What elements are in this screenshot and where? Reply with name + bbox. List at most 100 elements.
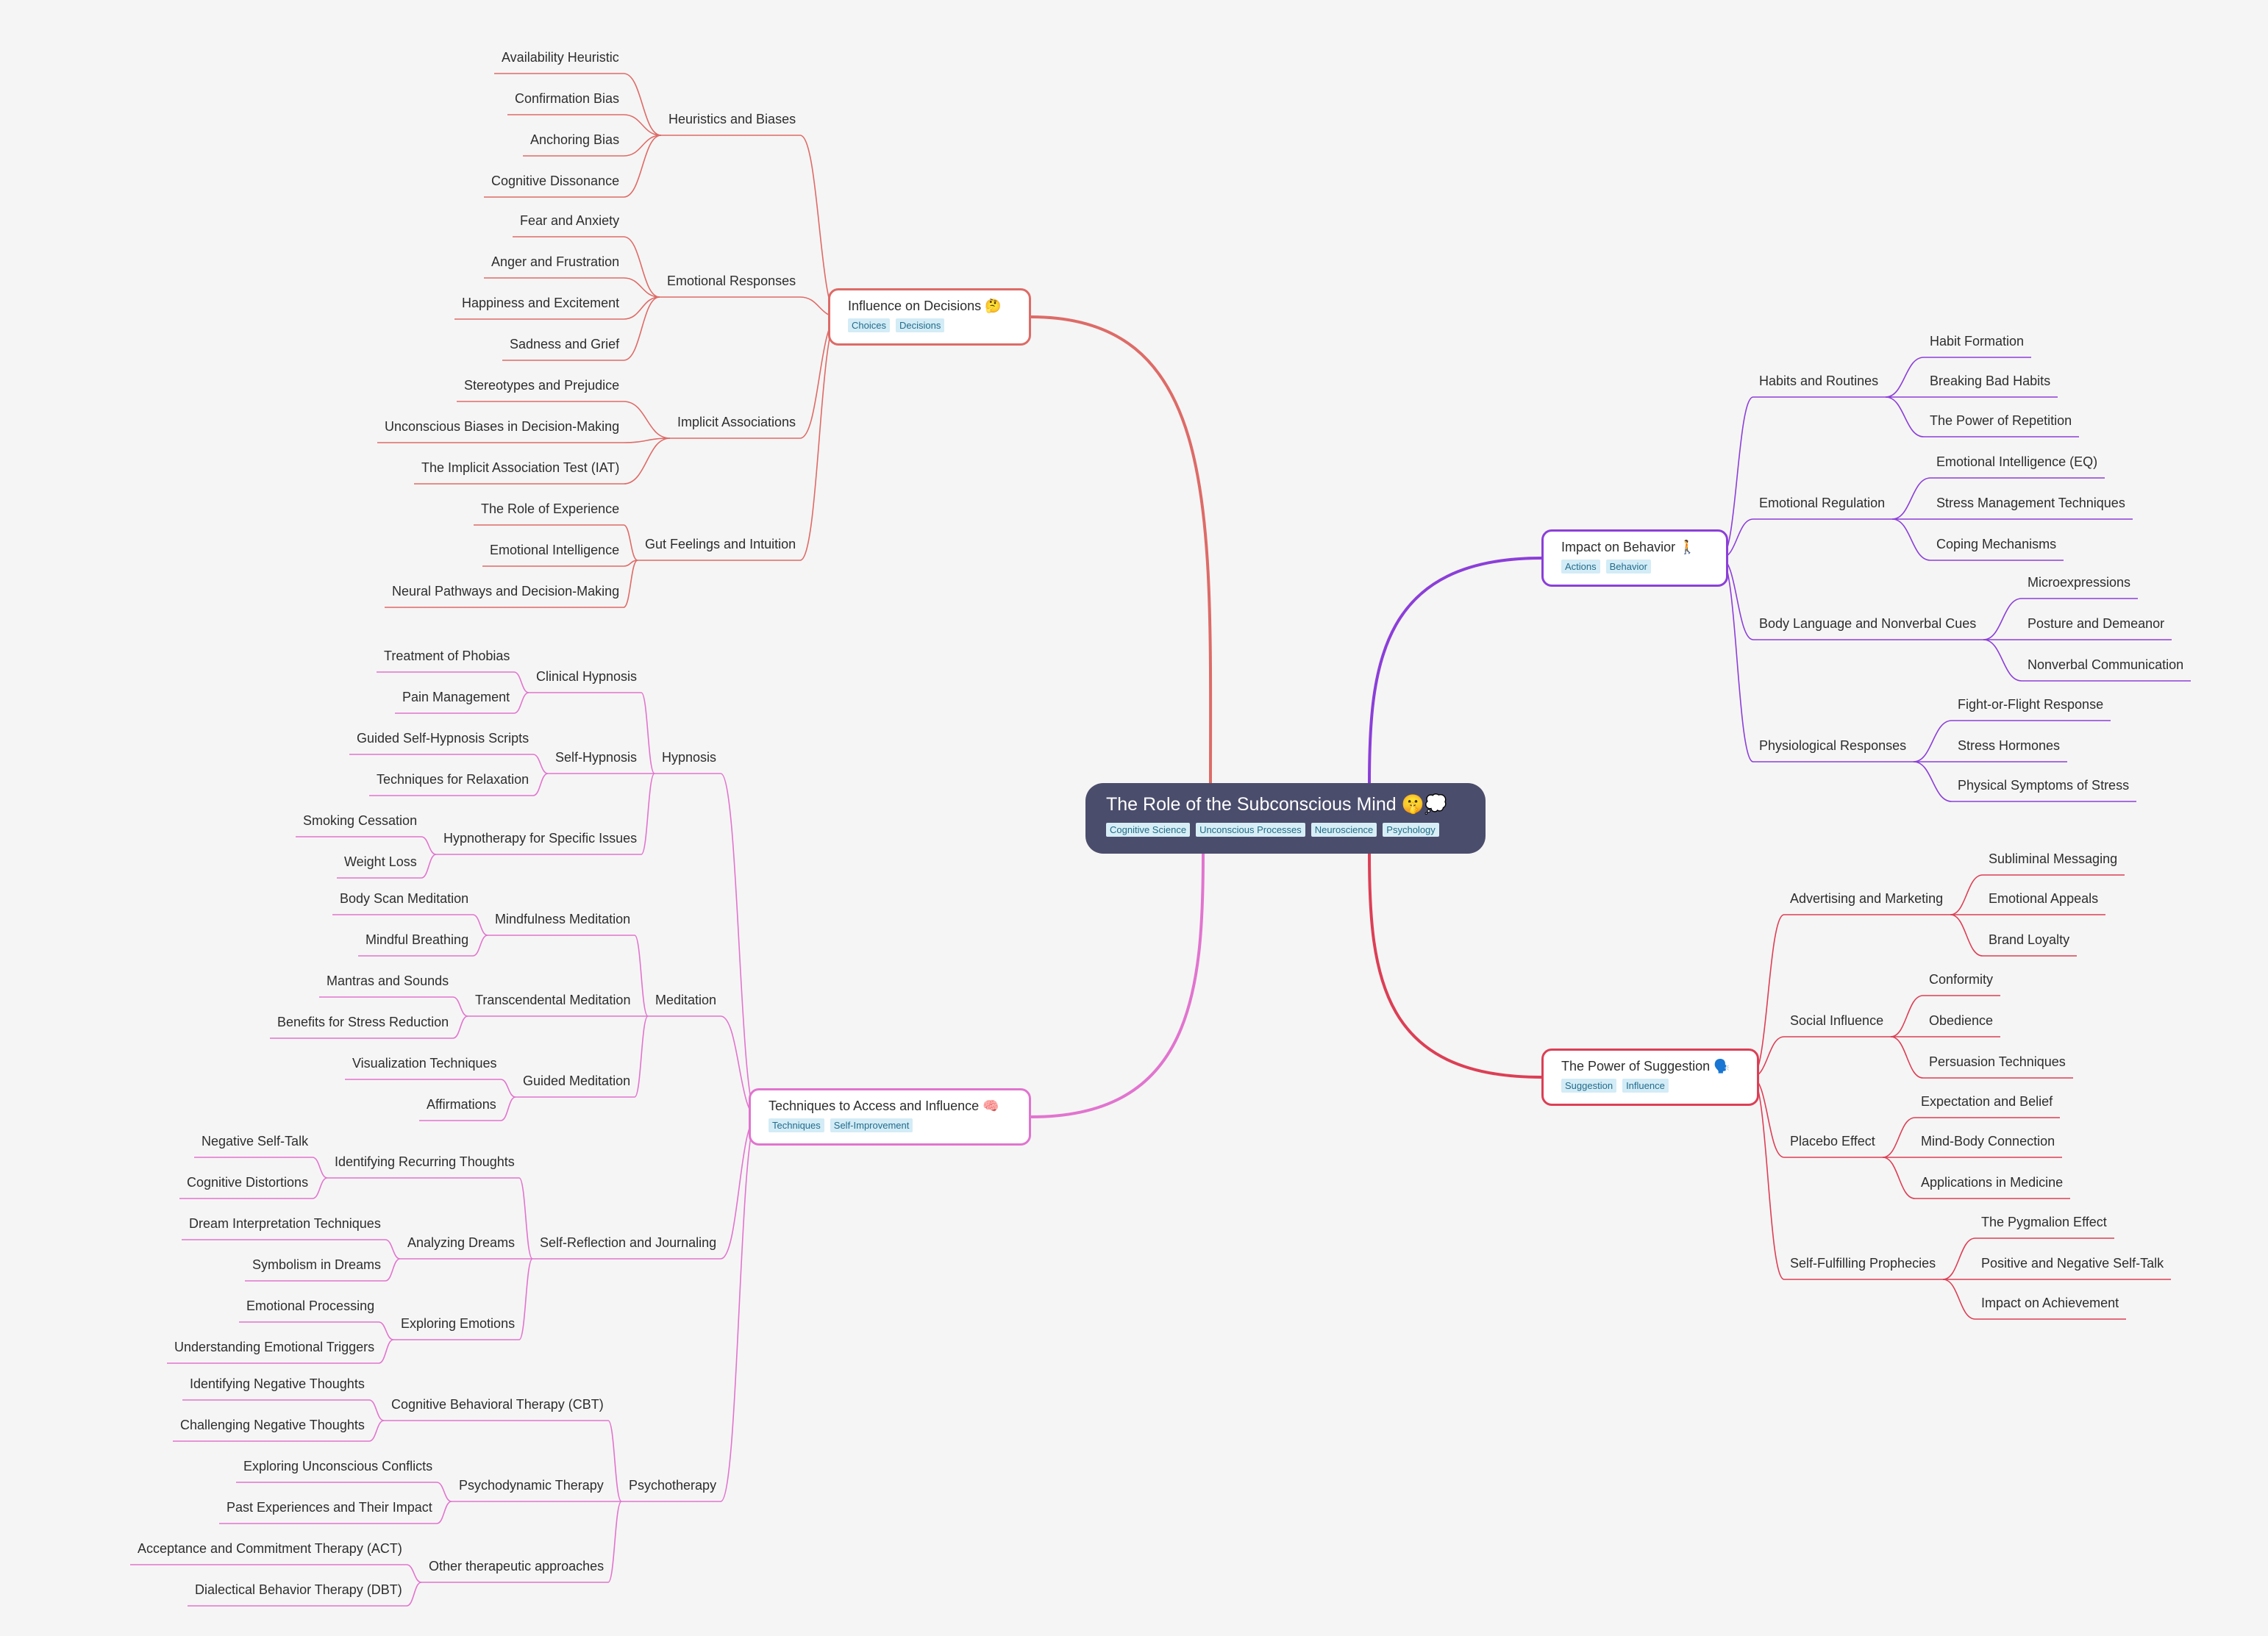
leaf-node[interactable]: Obedience [1929, 1013, 1994, 1028]
subtopic-node[interactable]: Meditation [655, 993, 717, 1007]
leaf-node[interactable]: Microexpressions [2028, 575, 2131, 590]
subtopic-node[interactable]: Other therapeutic approaches [429, 1559, 605, 1574]
subtopic-node[interactable]: Emotional Regulation [1759, 496, 1886, 510]
leaf-node[interactable]: Sadness and Grief [510, 337, 620, 351]
leaf-node[interactable]: Physical Symptoms of Stress [1958, 778, 2130, 793]
subtopic-node[interactable]: Self-Hypnosis [555, 750, 638, 765]
leaf-node[interactable]: Cognitive Dissonance [491, 174, 620, 188]
leaf-node[interactable]: Mantras and Sounds [327, 974, 449, 988]
subtopic-node[interactable]: Habits and Routines [1759, 374, 1879, 388]
leaf-node[interactable]: Availability Heuristic [502, 50, 619, 65]
leaf-node[interactable]: Body Scan Meditation [340, 891, 469, 906]
branch-node[interactable]: Techniques to Access and Influence 🧠Tech… [749, 1088, 1031, 1146]
leaf-node[interactable]: Techniques for Relaxation [377, 772, 529, 787]
subtopic-node[interactable]: Transcendental Meditation [475, 993, 631, 1007]
leaf-node[interactable]: Stereotypes and Prejudice [464, 378, 620, 393]
subtopic-node[interactable]: Physiological Responses [1759, 738, 1907, 753]
subtopic-node[interactable]: Psychotherapy [629, 1478, 717, 1493]
connector-line [1913, 761, 1953, 802]
subtopic-node[interactable]: Heuristics and Biases [668, 112, 796, 126]
leaf-node[interactable]: Applications in Medicine [1921, 1175, 2064, 1190]
subtopic-node[interactable]: Clinical Hypnosis [536, 669, 638, 684]
leaf-node[interactable]: Visualization Techniques [352, 1056, 497, 1071]
leaf-node[interactable]: Weight Loss [344, 854, 417, 869]
leaf-node[interactable]: Breaking Bad Habits [1930, 374, 2051, 388]
leaf-node[interactable]: Posture and Demeanor [2028, 616, 2165, 631]
leaf-node[interactable]: Challenging Negative Thoughts [180, 1418, 365, 1432]
subtopic-node[interactable]: Advertising and Marketing [1790, 891, 1944, 906]
leaf-node[interactable]: Unconscious Biases in Decision-Making [385, 419, 620, 434]
leaf-node[interactable]: Emotional Intelligence (EQ) [1936, 454, 2098, 469]
subtopic-node[interactable]: Gut Feelings and Intuition [645, 537, 796, 551]
leaf-node[interactable]: Exploring Unconscious Conflicts [243, 1459, 433, 1474]
leaf-node[interactable]: Anger and Frustration [491, 254, 620, 269]
leaf-node[interactable]: Positive and Negative Self-Talk [1981, 1256, 2164, 1271]
leaf-node[interactable]: Happiness and Excitement [462, 296, 620, 310]
leaf-node[interactable]: Affirmations [427, 1097, 496, 1112]
leaf-node[interactable]: Symbolism in Dreams [252, 1257, 382, 1272]
leaf-node[interactable]: Acceptance and Commitment Therapy (ACT) [138, 1541, 402, 1556]
leaf-node[interactable]: Neural Pathways and Decision-Making [392, 584, 620, 599]
leaf-node[interactable]: Conformity [1929, 972, 1994, 987]
subtopic-node[interactable]: Implicit Associations [677, 415, 796, 429]
leaf-node[interactable]: Emotional Processing [246, 1299, 375, 1313]
leaf-node[interactable]: Persuasion Techniques [1929, 1054, 2066, 1069]
subtopic-node[interactable]: Social Influence [1790, 1013, 1884, 1028]
leaf-node[interactable]: The Pygmalion Effect [1981, 1215, 2107, 1229]
leaf-node[interactable]: The Implicit Association Test (IAT) [421, 460, 620, 475]
leaf-node[interactable]: Cognitive Distortions [187, 1175, 309, 1190]
subtopic-node[interactable]: Cognitive Behavioral Therapy (CBT) [391, 1397, 604, 1412]
subtopic-node[interactable]: Analyzing Dreams [407, 1235, 516, 1250]
subtopic-node[interactable]: Mindfulness Meditation [495, 912, 631, 926]
leaf-node[interactable]: Emotional Intelligence [490, 543, 620, 557]
leaf-node[interactable]: Dialectical Behavior Therapy (DBT) [195, 1582, 402, 1597]
leaf-node[interactable]: Emotional Appeals [1989, 891, 2099, 906]
subtopic-node[interactable]: Exploring Emotions [401, 1316, 516, 1331]
leaf-node[interactable]: Guided Self-Hypnosis Scripts [357, 731, 529, 746]
subtopic-node[interactable]: Placebo Effect [1790, 1134, 1875, 1149]
subtopic-node[interactable]: Identifying Recurring Thoughts [335, 1154, 515, 1169]
leaf-node[interactable]: Stress Hormones [1958, 738, 2061, 753]
leaf-node[interactable]: Stress Management Techniques [1936, 496, 2125, 510]
subtopic-node[interactable]: Guided Meditation [523, 1074, 631, 1088]
leaf-node[interactable]: Fight-or-Flight Response [1958, 697, 2104, 712]
leaf-node[interactable]: Confirmation Bias [515, 91, 620, 106]
leaf-node[interactable]: Impact on Achievement [1981, 1296, 2119, 1310]
leaf-node[interactable]: Fear and Anxiety [520, 213, 620, 228]
leaf-node[interactable]: The Power of Repetition [1930, 413, 2072, 428]
leaf-node[interactable]: Mindful Breathing [365, 932, 469, 947]
subtopic-node[interactable]: Body Language and Nonverbal Cues [1759, 616, 1977, 631]
leaf-node[interactable]: Understanding Emotional Triggers [174, 1340, 375, 1354]
subtopic-node[interactable]: Psychodynamic Therapy [459, 1478, 604, 1493]
leaf-node[interactable]: Negative Self-Talk [202, 1134, 309, 1149]
leaf-node[interactable]: Habit Formation [1930, 334, 2025, 349]
leaf-node[interactable]: Treatment of Phobias [384, 649, 510, 663]
leaf-node[interactable]: Benefits for Stress Reduction [277, 1015, 449, 1029]
branch-tag: Self-Improvement [830, 1118, 913, 1132]
leaf-node[interactable]: Mind-Body Connection [1921, 1134, 2055, 1149]
leaf-node[interactable]: Nonverbal Communication [2028, 657, 2184, 672]
leaf-node[interactable]: Anchoring Bias [530, 132, 620, 147]
leaf-node[interactable]: Smoking Cessation [303, 813, 418, 828]
root-node[interactable]: The Role of the Subconscious Mind 🤫💭 Cog… [1085, 783, 1486, 854]
leaf-node[interactable]: Coping Mechanisms [1936, 537, 2057, 551]
subtopic-node[interactable]: Hypnotherapy for Specific Issues [443, 831, 638, 846]
subtopic-node[interactable]: Hypnosis [662, 750, 717, 765]
leaf-node[interactable]: Brand Loyalty [1989, 932, 2070, 947]
subtopic-node[interactable]: Self-Fulfilling Prophecies [1790, 1256, 1936, 1271]
leaf-node[interactable]: Expectation and Belief [1921, 1094, 2053, 1109]
leaf-node[interactable]: Identifying Negative Thoughts [190, 1376, 365, 1391]
leaf-node[interactable]: Past Experiences and Their Impact [227, 1500, 432, 1515]
subtopic-node[interactable]: Self-Reflection and Journaling [540, 1235, 717, 1250]
leaf-node[interactable]: Pain Management [402, 690, 510, 704]
subtopic-node[interactable]: Emotional Responses [667, 274, 796, 288]
leaf-node[interactable]: The Role of Experience [481, 501, 620, 516]
connector-line [532, 773, 549, 796]
leaf-node[interactable]: Subliminal Messaging [1989, 851, 2118, 866]
leaf-node[interactable]: Dream Interpretation Techniques [189, 1216, 381, 1231]
